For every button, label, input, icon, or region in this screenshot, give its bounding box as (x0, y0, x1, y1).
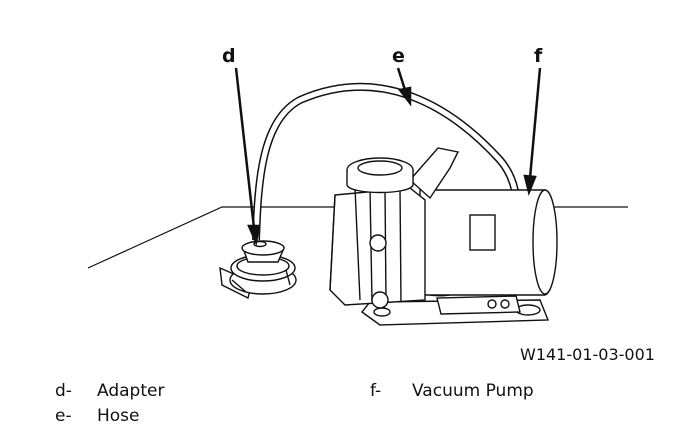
legend-key: d- (55, 381, 72, 401)
legend-label: Vacuum Pump (412, 381, 534, 401)
legend-key: e- (55, 406, 72, 426)
legend-item-d: d- Adapter (55, 381, 164, 401)
table-surface (87, 206, 628, 269)
legend-key: f- (370, 381, 382, 401)
adapter (219, 240, 297, 300)
callout-f: f (534, 45, 543, 67)
callout-d: d (222, 45, 236, 67)
callout-arrows (234, 67, 542, 247)
callout-e: e (392, 45, 405, 67)
legend-item-f: f- Vacuum Pump (370, 381, 534, 401)
vacuum-pump (329, 147, 558, 326)
figure-id: W141-01-03-001 (520, 345, 655, 364)
legend-label: Hose (97, 406, 140, 426)
legend-item-e: e- Hose (55, 406, 140, 426)
legend-label: Adapter (97, 381, 165, 401)
